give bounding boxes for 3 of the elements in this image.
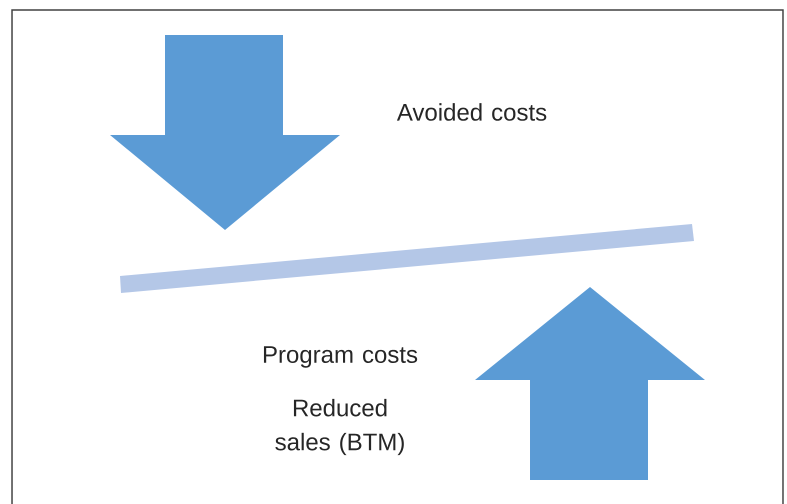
label: Avoided costs xyxy=(396,103,546,121)
label: Program costs xyxy=(264,346,418,368)
label: Reduced sales (BTM) xyxy=(275,398,404,456)
